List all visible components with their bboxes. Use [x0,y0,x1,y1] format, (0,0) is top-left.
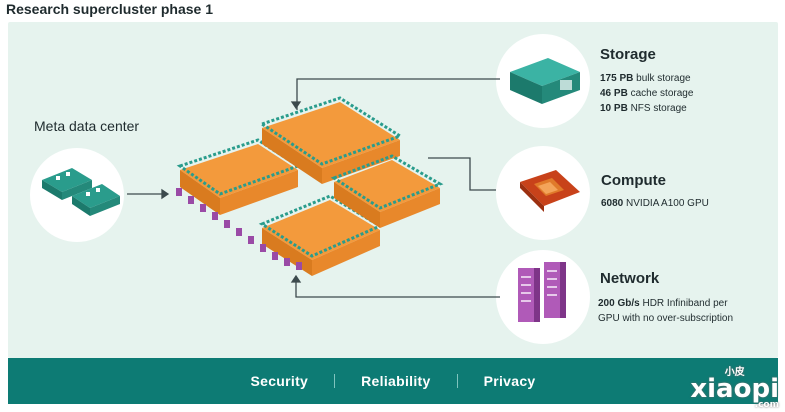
datacenter-arrowhead [161,188,170,200]
footer-divider [456,374,458,388]
compute-gpu-icon [520,170,580,212]
network-nodes [176,188,302,270]
principles-bar: Security Reliability Privacy [8,358,778,404]
network-connector [295,278,500,298]
storage-line: 175 PB bulk storage [600,73,691,84]
watermark-domain: .com [754,400,779,410]
connectors [127,78,500,298]
rack-block-a [176,138,302,215]
storage-icon [510,58,580,104]
footer-item-privacy: Privacy [483,373,536,389]
rack-block-b [258,96,404,184]
page-title: Research supercluster phase 1 [6,1,213,17]
watermark: 小皮 xiaopi .com [690,363,779,410]
network-line: GPU with no over-subscription [598,313,734,324]
network-line: 200 Gb/s HDR Infiniband per [598,298,728,309]
network-server-icon [518,262,566,322]
compute-line: 6080 NVIDIA A100 GPU [601,198,709,209]
storage-line: 10 PB NFS storage [600,103,687,114]
datacenter-label: Meta data center [34,118,140,134]
datacenter-icon [42,168,120,216]
footer-divider [334,374,336,388]
network-arrowhead [290,274,302,283]
compute-connector [428,157,496,191]
storage-line: 46 PB cache storage [600,88,694,99]
network-title: Network [600,270,660,287]
footer-item-security: Security [250,373,309,389]
storage-connector [296,78,500,110]
compute-details: 6080 NVIDIA A100 GPU [601,196,709,211]
watermark-big: xiaopi [690,374,779,404]
watermark-small: 小皮 [724,367,745,378]
supercluster-racks [176,96,444,276]
compute-title: Compute [601,172,666,189]
storage-title: Storage [600,46,656,63]
storage-details: 175 PB bulk storage 46 PB cache storage … [600,71,693,116]
footer-item-reliability: Reliability [361,373,431,389]
network-details: 200 Gb/s HDR Infiniband per GPU with no … [598,296,733,326]
rack-block-d [330,154,444,228]
network-circle [496,250,590,344]
storage-arrowhead [290,101,302,110]
